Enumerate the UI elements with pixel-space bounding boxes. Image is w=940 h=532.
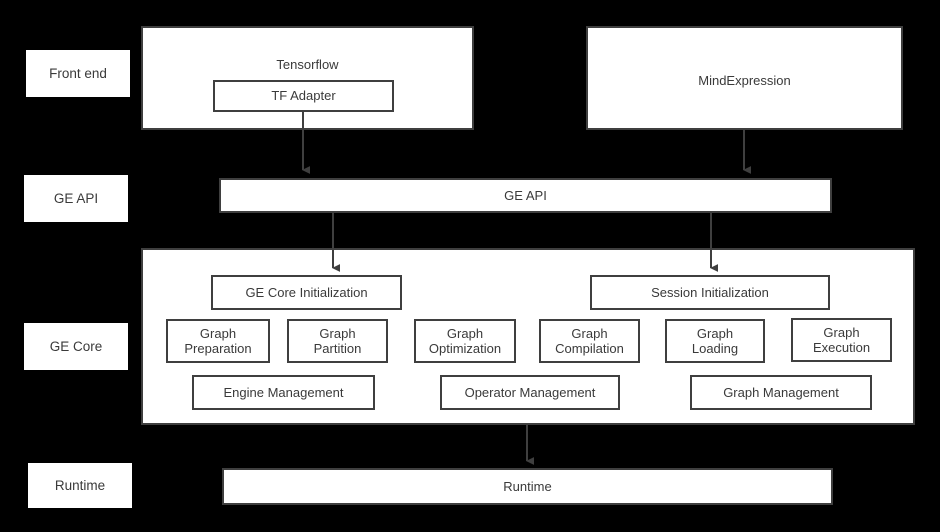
manager-graph-management-label: Graph Management bbox=[723, 384, 839, 400]
tier-label-ge-core: GE Core bbox=[24, 323, 128, 370]
module-graph-execution-line2: Execution bbox=[812, 340, 871, 355]
session-initialization-box[interactable]: Session Initialization bbox=[590, 275, 830, 310]
tier-label-ge-api: GE API bbox=[24, 175, 128, 222]
tensorflow-label: Tensorflow bbox=[276, 57, 339, 72]
manager-operator-management-label: Operator Management bbox=[464, 384, 596, 400]
module-graph-execution-line1: Graph bbox=[823, 324, 860, 340]
module-graph-loading-line2: Loading bbox=[691, 341, 739, 356]
module-graph-compilation-line2: Compilation bbox=[555, 341, 624, 356]
ge-core-initialization-label: GE Core Initialization bbox=[245, 284, 368, 300]
module-graph-optimization-line2: Optimization bbox=[428, 341, 502, 356]
runtime-bar-label: Runtime bbox=[503, 478, 552, 494]
tier-label-runtime: Runtime bbox=[28, 463, 132, 508]
module-graph-preparation-line1: Graph bbox=[199, 325, 237, 341]
manager-engine-management-label: Engine Management bbox=[223, 384, 344, 400]
session-initialization-label: Session Initialization bbox=[651, 284, 769, 300]
manager-operator-management[interactable]: Operator Management bbox=[440, 375, 620, 410]
tf-adapter-label: TF Adapter bbox=[271, 88, 336, 104]
mindexpression-container[interactable]: MindExpression bbox=[586, 26, 903, 130]
tier-label-ge-api-text: GE API bbox=[53, 190, 99, 206]
tf-adapter-box[interactable]: TF Adapter bbox=[213, 80, 394, 112]
module-graph-loading-line1: Graph bbox=[696, 325, 734, 341]
tier-label-ge-core-text: GE Core bbox=[49, 338, 103, 354]
tier-label-front-end: Front end bbox=[26, 50, 130, 97]
tier-label-front-end-text: Front end bbox=[49, 65, 107, 81]
runtime-bar[interactable]: Runtime bbox=[222, 468, 833, 505]
mindexpression-label: MindExpression bbox=[698, 73, 791, 88]
tier-label-runtime-text: Runtime bbox=[54, 477, 106, 493]
module-graph-partition-line2: Partition bbox=[313, 341, 362, 356]
tensorflow-container[interactable]: Tensorflow bbox=[141, 26, 474, 130]
manager-graph-management[interactable]: Graph Management bbox=[690, 375, 872, 410]
module-graph-preparation-line2: Preparation bbox=[184, 341, 252, 356]
module-graph-optimization-line1: Graph bbox=[446, 325, 484, 341]
ge-core-initialization-box[interactable]: GE Core Initialization bbox=[211, 275, 402, 310]
module-graph-compilation-line1: Graph bbox=[571, 325, 608, 341]
module-graph-partition-line1: Graph bbox=[319, 325, 356, 341]
manager-engine-management[interactable]: Engine Management bbox=[192, 375, 375, 410]
ge-api-bar-label: GE API bbox=[504, 187, 547, 203]
ge-api-bar[interactable]: GE API bbox=[219, 178, 832, 213]
